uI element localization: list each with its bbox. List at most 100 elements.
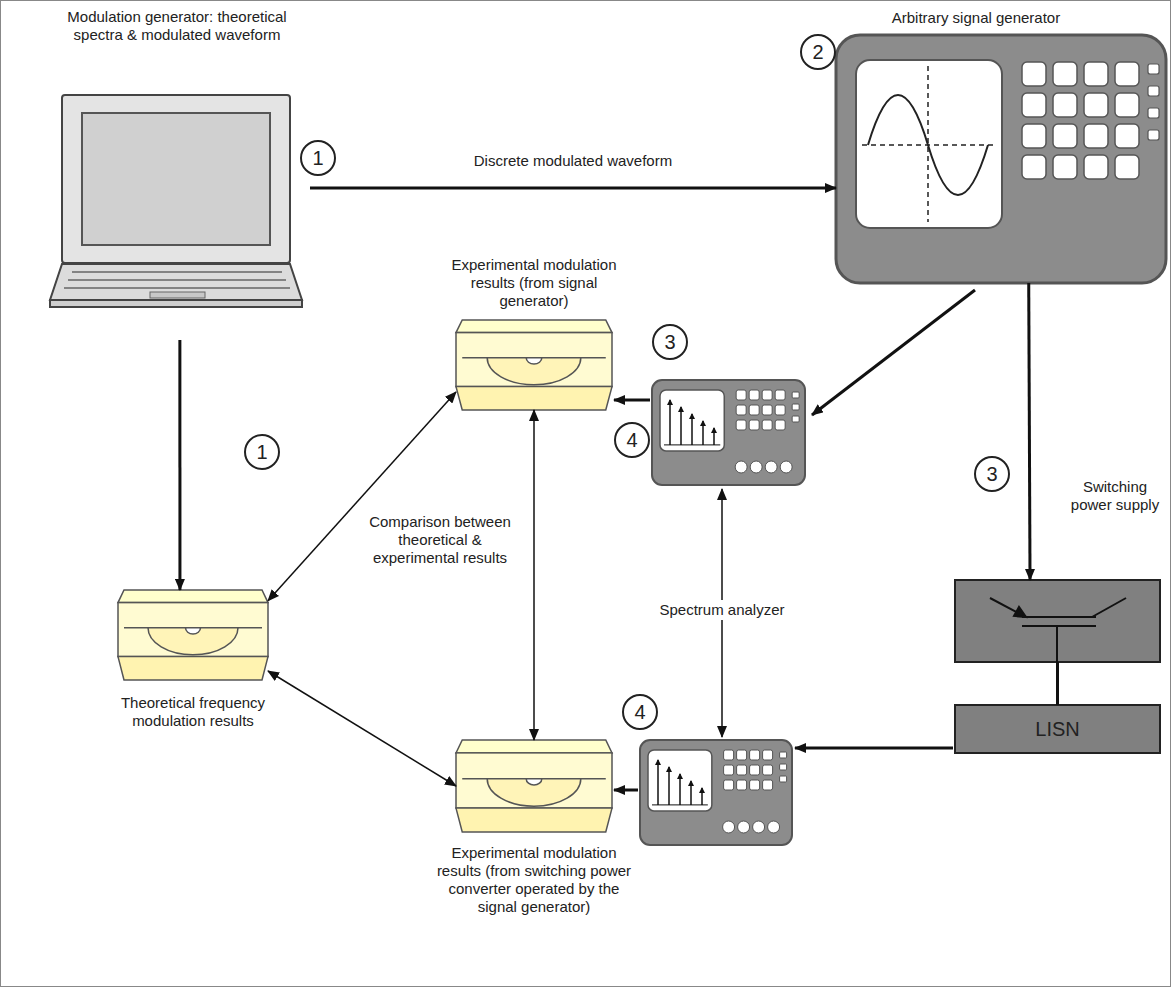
spectral-head xyxy=(655,759,661,765)
analyzer-key xyxy=(792,404,799,410)
spectrum-analyzer-icon xyxy=(640,740,792,845)
connector-arrow xyxy=(310,187,836,190)
analyzer-knob xyxy=(765,461,777,473)
analyzer-body xyxy=(652,380,805,485)
analyzer-knob xyxy=(723,821,735,833)
text-label: Comparison between theoretical & experim… xyxy=(361,512,519,568)
spectral-head xyxy=(688,780,694,786)
analyzer-key xyxy=(750,765,760,775)
spectral-head xyxy=(677,773,683,779)
analyzer-key xyxy=(763,765,773,775)
analyzer-screen xyxy=(648,750,712,811)
analyzer-key xyxy=(749,405,759,415)
analyzer-key xyxy=(736,390,746,400)
node-text: Modulation generator: theoretical spectr… xyxy=(61,8,293,44)
analyzer-key xyxy=(780,752,787,758)
analyzer-key xyxy=(736,420,746,430)
analyzer-screen xyxy=(660,390,724,451)
connector-arrow xyxy=(1056,662,1059,705)
analyzer-key xyxy=(775,390,785,400)
analyzer-key xyxy=(724,750,734,760)
drive-hub xyxy=(526,779,542,785)
analyzer-key xyxy=(775,420,785,430)
power-supply-box xyxy=(955,580,1160,662)
spectral-head xyxy=(711,427,717,433)
spectral-axis xyxy=(652,804,708,805)
node-text: Theoretical frequency modulation results xyxy=(98,694,288,730)
connector-arrow xyxy=(1029,283,1030,580)
drive-base xyxy=(456,808,612,832)
connector-arrow xyxy=(533,410,535,740)
connector-arrow xyxy=(178,340,181,590)
callout-number: 2 xyxy=(800,34,836,70)
analyzer-key xyxy=(763,780,773,790)
spectral-axis xyxy=(664,444,720,445)
key-button xyxy=(1148,86,1159,96)
analyzer-key xyxy=(762,405,772,415)
analyzer-knob xyxy=(753,821,765,833)
drive-base xyxy=(118,657,268,680)
analyzer-key xyxy=(724,765,734,775)
key-button xyxy=(1148,64,1159,74)
edge-label: Discrete modulated waveform xyxy=(471,152,675,170)
analyzer-key xyxy=(762,420,772,430)
drive-top xyxy=(456,740,612,753)
spectral-head xyxy=(699,787,705,793)
key-button xyxy=(1022,93,1046,117)
spectral-line xyxy=(668,767,670,805)
analyzer-knob xyxy=(735,461,747,473)
callout-number: 3 xyxy=(974,456,1010,492)
analyzer-key xyxy=(792,392,799,398)
lisn-node: LISN xyxy=(955,705,1160,753)
drive-front xyxy=(118,603,268,657)
drive-disc xyxy=(148,628,238,655)
laptop-icon xyxy=(50,95,302,307)
key-button xyxy=(1022,155,1046,179)
analyzer-key xyxy=(736,405,746,415)
callout-number: 1 xyxy=(300,140,336,176)
analyzer-knob xyxy=(738,821,750,833)
spectral-head xyxy=(678,406,684,412)
key-button xyxy=(1022,62,1046,86)
node-text: Experimental modulation results (from sw… xyxy=(434,844,634,916)
analyzer-knob xyxy=(750,461,762,473)
analyzer-key xyxy=(750,750,760,760)
spectral-head xyxy=(700,420,706,426)
analyzer-key xyxy=(775,405,785,415)
disk-drive-icon xyxy=(456,740,612,832)
analyzer-key xyxy=(792,416,799,422)
drive-disc xyxy=(487,779,581,807)
spectral-head xyxy=(666,766,672,772)
drive-top xyxy=(118,590,268,603)
analyzer-key xyxy=(737,765,747,775)
key-button xyxy=(1084,62,1108,86)
spectral-head xyxy=(667,399,673,405)
spectral-line xyxy=(669,400,671,445)
node-text: Switching power supply xyxy=(1070,478,1160,514)
analyzer-key xyxy=(737,780,747,790)
key-button xyxy=(1148,130,1159,140)
analyzer-key xyxy=(749,390,759,400)
connector-arrow xyxy=(268,392,456,601)
signal-arrows xyxy=(614,290,975,790)
key-button xyxy=(1115,155,1139,179)
analyzer-key xyxy=(737,750,747,760)
analyzer-key xyxy=(762,390,772,400)
callout-number: 4 xyxy=(622,694,658,730)
callout-number: 3 xyxy=(652,324,688,360)
storage-node: Experimental modulation results (from si… xyxy=(456,320,612,410)
signal-generator-icon xyxy=(836,35,1166,283)
disk-drive-icon xyxy=(456,320,612,410)
analyzer-key xyxy=(780,776,787,782)
connector-arrow xyxy=(268,671,456,786)
drive-hub xyxy=(526,358,542,364)
node-text: Arbitrary signal generator xyxy=(806,9,1146,27)
analyzer-body xyxy=(640,740,792,845)
key-button xyxy=(1084,93,1108,117)
key-button xyxy=(1084,124,1108,148)
spectral-line xyxy=(657,760,659,805)
drive-front xyxy=(456,333,612,387)
